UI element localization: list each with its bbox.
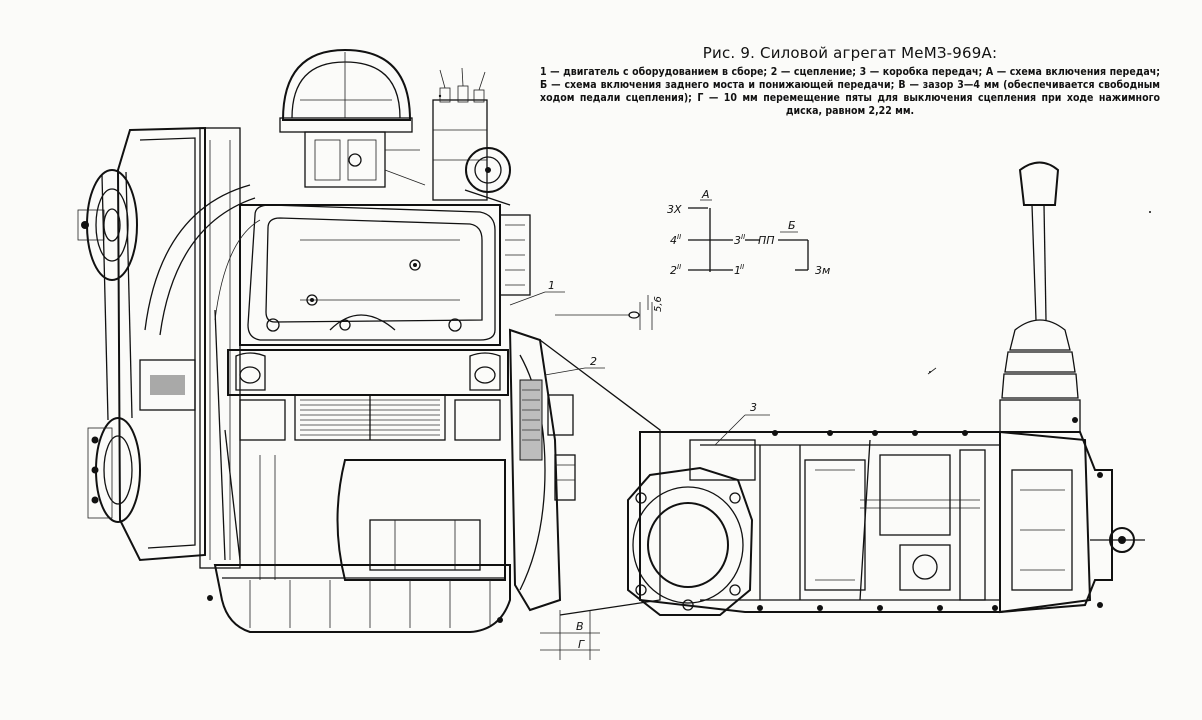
cylinder-block: [227, 349, 509, 441]
carburetor: [304, 131, 426, 188]
lower-pulley: [87, 417, 141, 523]
callout-engine: 1: [548, 279, 555, 292]
figure-legend: 1 — двигатель с оборудованием в сборе; 2…: [540, 66, 1160, 117]
fuel-pump: [464, 147, 511, 206]
dimension-gap: [540, 610, 600, 660]
valve-cover: [239, 204, 501, 346]
callout-travel: Г: [578, 638, 585, 651]
scan-specks: [438, 94, 1151, 375]
dimension-label: 5,6: [653, 296, 664, 312]
gearbox-rear-cover: [999, 431, 1145, 614]
oil-pan: [207, 564, 511, 633]
callout-clutch: 2: [590, 355, 597, 368]
scheme-b-rear-axle: 3м: [815, 264, 830, 277]
dimension-5-6: [555, 295, 653, 330]
callout-gap: В: [576, 620, 584, 633]
scheme-a-third: 3: [734, 234, 741, 247]
intake-pipe: [144, 184, 261, 336]
ignition-distributor: [432, 67, 488, 201]
scheme-a-third-sup: II: [741, 233, 745, 241]
scheme-b-low: ПП: [758, 234, 775, 247]
differential-flange: [627, 466, 754, 616]
engine-mount: [139, 309, 241, 561]
scheme-a-second: 2: [670, 264, 677, 277]
shift-lever: [999, 161, 1081, 433]
air-filter: [279, 48, 413, 133]
scheme-b-label: Б: [788, 219, 796, 232]
figure-title: Рис. 9. Силовой агрегат МеМЗ-969А:: [702, 44, 998, 62]
shift-scheme-a: [688, 199, 809, 272]
scheme-a-fourth: 4: [670, 234, 677, 247]
scheme-a-reverse: 3Х: [667, 203, 682, 216]
oil-cooler: [499, 214, 531, 296]
scheme-a-first-sup: II: [740, 263, 744, 271]
callout-gearbox: 3: [750, 401, 757, 414]
gearbox-housing: [639, 431, 1092, 613]
gearbox-bolts: [757, 430, 998, 611]
scheme-a-fourth-sup: II: [677, 233, 681, 241]
fan-belt: [101, 171, 133, 421]
clutch-housing: [508, 328, 661, 616]
callout-leaders: [509, 291, 770, 446]
scheme-a-first: 1: [734, 264, 741, 277]
scheme-a-label: А: [701, 188, 710, 201]
figure-caption: Рис. 9. Силовой агрегат МеМЗ-969А: 1 — д…: [540, 44, 1160, 118]
scheme-a-second-sup: II: [677, 263, 681, 271]
upper-pulley: [77, 169, 138, 281]
generator: [259, 455, 506, 581]
